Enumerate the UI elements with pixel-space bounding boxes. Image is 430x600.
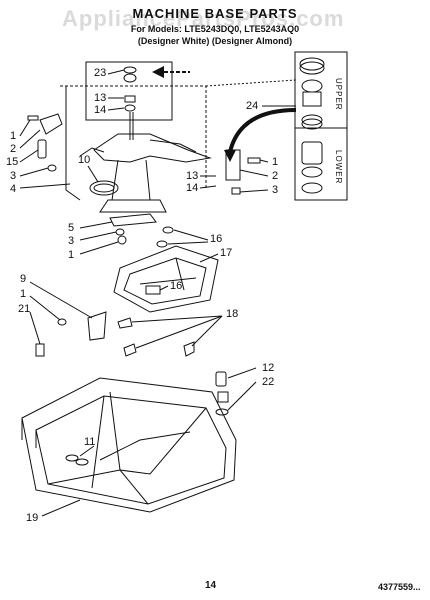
callout-13-right: 13 [186,170,199,182]
callout-5: 5 [68,222,75,234]
callout-3-right: 3 [272,184,279,196]
callout-3-mid: 3 [68,235,75,247]
callout-1-lower: 1 [20,288,27,300]
callout-11: 11 [84,436,96,448]
callout-21: 21 [18,303,31,315]
callout-19: 19 [26,512,39,524]
box-outline-left [65,86,81,201]
callout-2-right: 2 [272,170,279,182]
inset-lower-label: LOWER [334,150,343,185]
callout-23: 23 [94,67,107,79]
callout-22: 22 [262,376,275,388]
callout-15: 15 [6,156,19,168]
callout-1-mid: 1 [68,249,75,261]
callout-12: 12 [262,362,275,374]
part-number: 4377559... [378,582,421,592]
callout-16-lower: 16 [170,280,183,292]
callout-17: 17 [220,247,233,259]
model-subtitle: For Models: LTE5243DQ0, LTE5243AQ0 [130,24,300,34]
page-title: MACHINE BASE PARTS [132,6,298,21]
callout-1-left: 1 [10,130,17,142]
variant-subtitle: (Designer White) (Designer Almond) [137,36,293,46]
callout-4: 4 [10,183,17,195]
callout-3-left: 3 [10,170,17,182]
callout-14-right: 14 [186,182,199,194]
callout-16-top: 16 [210,233,223,245]
callout-9: 9 [20,273,27,285]
callout-14-top: 14 [94,104,107,116]
page-number: 14 [205,580,217,591]
callout-18: 18 [226,308,239,320]
inset-box-main [85,61,173,121]
inset-upper-label: UPPER [334,78,343,111]
inset-box-right [294,51,348,201]
callout-2-left: 2 [10,143,17,155]
callout-10: 10 [78,154,91,166]
callout-24: 24 [246,100,259,112]
callout-13-top: 13 [94,92,107,104]
callout-1-right: 1 [272,156,279,168]
